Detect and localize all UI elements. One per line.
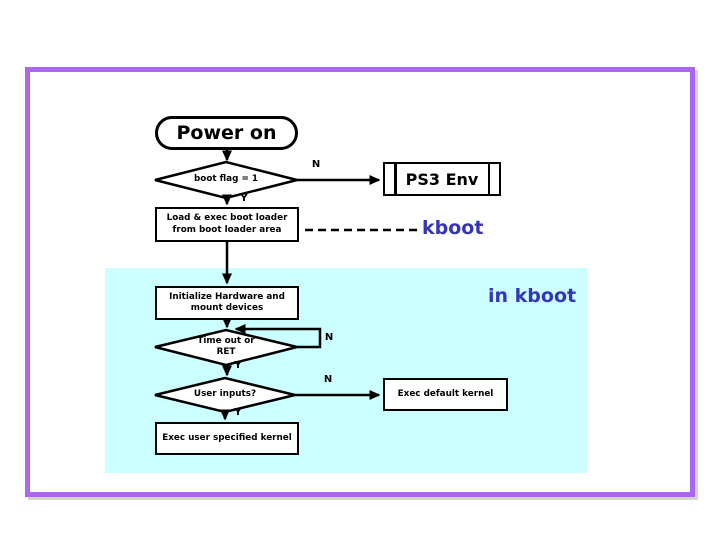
slide-border-frame (25, 67, 695, 497)
load-boot-loader-line1: Load & exec boot loader (166, 213, 288, 224)
load-boot-loader-node: Load & exec boot loader from boot loader… (155, 207, 299, 242)
predefined-right-bar (487, 164, 490, 194)
loopback-timeout-n (234, 324, 322, 349)
exec-user-kernel-label: Exec user specified kernel (162, 432, 292, 443)
exec-default-kernel-node: Exec default kernel (383, 378, 508, 411)
user-inputs-y-branch-label: Y (234, 407, 242, 418)
init-hardware-line2: mount devices (190, 303, 264, 313)
timeout-label-line2: RET (216, 346, 236, 357)
boot-flag-label: boot flag = 1 (193, 174, 259, 184)
kboot-annotation: kboot (422, 217, 484, 239)
user-inputs-label: User inputs? (193, 389, 257, 399)
boot-flag-y-branch-label: Y (240, 193, 248, 204)
predefined-left-bar (394, 164, 397, 194)
ps3-env-node: PS3 Env (383, 162, 501, 196)
power-on-terminator: Power on (155, 116, 298, 150)
timeout-y-branch-label: Y (234, 360, 242, 371)
exec-user-kernel-node: Exec user specified kernel (155, 422, 299, 455)
load-boot-loader-line2: from boot loader area (172, 224, 282, 235)
init-hardware-line1: Initialize Hardware and (169, 291, 285, 302)
power-on-label: Power on (176, 122, 277, 144)
boot-flag-n-branch-label: N (311, 159, 321, 170)
ps3-env-label: PS3 Env (405, 169, 479, 189)
timeout-label: Time out or RET (166, 336, 286, 358)
timeout-label-line1: Time out or (197, 336, 255, 346)
init-hardware-node: Initialize Hardware and mount devices (155, 286, 299, 320)
timeout-n-branch-label: N (324, 332, 334, 343)
exec-default-kernel-label: Exec default kernel (397, 388, 494, 399)
in-kboot-annotation: in kboot (488, 285, 577, 307)
user-inputs-n-branch-label: N (323, 374, 333, 385)
